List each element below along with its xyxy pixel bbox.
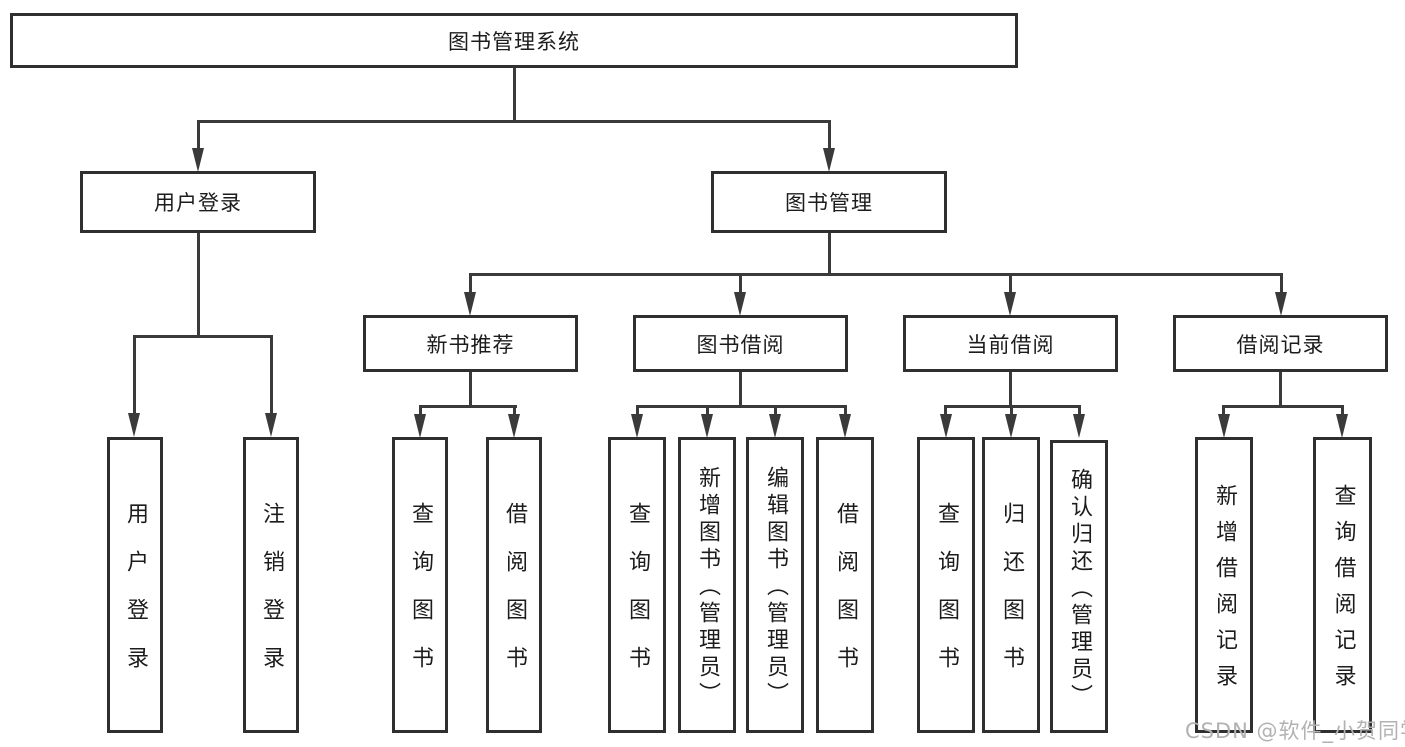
connector-line bbox=[739, 273, 742, 295]
connector-line bbox=[1010, 405, 1013, 417]
connector-line bbox=[197, 120, 200, 152]
node-record-query: 查询借阅记录 bbox=[1313, 437, 1372, 733]
connector-line bbox=[828, 233, 831, 273]
node-borrow-borrow: 借阅图书 bbox=[816, 437, 874, 733]
arrow-down-icon bbox=[1218, 414, 1230, 438]
node-current-query: 查询图书 bbox=[917, 437, 975, 733]
node-new-book-query: 查询图书 bbox=[392, 437, 448, 733]
connector-line bbox=[944, 405, 947, 417]
connector-line bbox=[828, 120, 831, 152]
arrow-down-icon bbox=[265, 413, 277, 437]
node-user-login: 用户登录 bbox=[80, 171, 316, 233]
arrow-down-icon bbox=[464, 292, 476, 316]
node-login-logout: 注销登录 bbox=[243, 437, 299, 733]
connector-line bbox=[739, 372, 742, 405]
arrow-down-icon bbox=[769, 414, 781, 438]
arrow-down-icon bbox=[1004, 292, 1016, 316]
arrow-down-icon bbox=[414, 414, 426, 438]
node-current-confirm: 确认归还（管理员） bbox=[1050, 440, 1108, 733]
arrow-down-icon bbox=[128, 413, 140, 437]
arrow-down-icon bbox=[508, 414, 520, 438]
arrow-down-icon bbox=[1336, 414, 1348, 438]
node-root: 图书管理系统 bbox=[10, 13, 1018, 68]
node-borrow-query: 查询图书 bbox=[608, 437, 666, 733]
node-borrow-edit: 编辑图书（管理员） bbox=[746, 437, 804, 733]
connector-line bbox=[197, 233, 200, 335]
arrow-down-icon bbox=[192, 148, 204, 172]
connector-line bbox=[1009, 273, 1012, 295]
arrow-down-icon bbox=[940, 414, 952, 438]
connector-line bbox=[469, 372, 472, 405]
arrow-down-icon bbox=[823, 148, 835, 172]
connector-line bbox=[636, 405, 639, 417]
node-current-return: 归还图书 bbox=[982, 437, 1040, 733]
connector-line bbox=[1078, 405, 1081, 417]
node-login-user: 用户登录 bbox=[107, 437, 163, 733]
connector-line bbox=[774, 405, 777, 417]
connector-line bbox=[1341, 405, 1344, 417]
arrow-down-icon bbox=[1073, 414, 1085, 438]
arrow-down-icon bbox=[734, 292, 746, 316]
connector-line bbox=[513, 405, 516, 417]
connector-line bbox=[636, 405, 847, 408]
node-current: 当前借阅 bbox=[903, 315, 1118, 372]
connector-line bbox=[1279, 372, 1282, 405]
connector-line bbox=[419, 405, 517, 408]
arrow-down-icon bbox=[1005, 414, 1017, 438]
arrow-down-icon bbox=[701, 414, 713, 438]
node-new-book-borrow: 借阅图书 bbox=[486, 437, 542, 733]
node-borrow: 图书借阅 bbox=[633, 315, 848, 372]
connector-line bbox=[706, 405, 709, 417]
node-book-mgmt: 图书管理 bbox=[711, 171, 947, 233]
arrow-down-icon bbox=[631, 414, 643, 438]
connector-line bbox=[419, 405, 422, 417]
connector-line bbox=[844, 405, 847, 417]
connector-line bbox=[469, 273, 472, 295]
node-borrow-add: 新增图书（管理员） bbox=[678, 437, 736, 733]
node-new-book: 新书推荐 bbox=[363, 315, 578, 372]
connector-line bbox=[270, 335, 273, 415]
connector-line bbox=[513, 67, 516, 120]
connector-line bbox=[1222, 405, 1344, 408]
node-record-add: 新增借阅记录 bbox=[1195, 437, 1253, 733]
connector-line bbox=[1280, 273, 1283, 295]
connector-line bbox=[133, 335, 136, 415]
arrow-down-icon bbox=[839, 414, 851, 438]
arrow-down-icon bbox=[1275, 292, 1287, 316]
watermark: CSDN @软件_小贺同学 bbox=[1185, 719, 1405, 743]
connector-line bbox=[197, 120, 831, 123]
node-record: 借阅记录 bbox=[1173, 315, 1388, 372]
connector-line bbox=[469, 273, 1283, 276]
connector-line bbox=[1222, 405, 1225, 417]
connector-line bbox=[1009, 372, 1012, 405]
connector-line bbox=[133, 335, 273, 338]
